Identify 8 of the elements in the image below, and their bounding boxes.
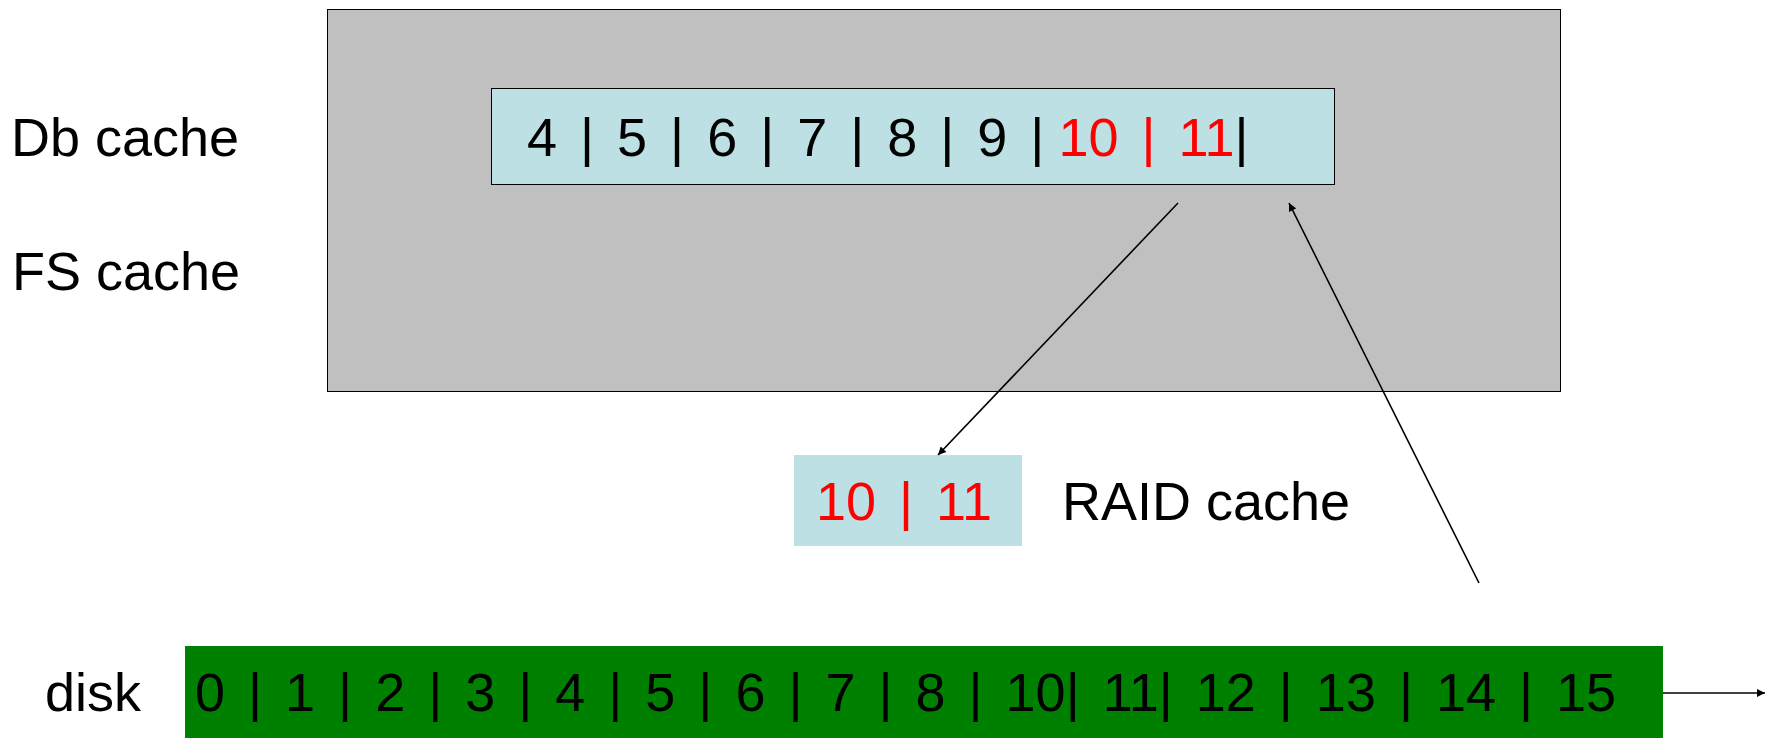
cache-label: FS cache <box>12 244 241 298</box>
disk-label: disk <box>45 665 142 719</box>
arrow <box>1662 689 1766 697</box>
cache-label: Db cache <box>11 110 240 164</box>
arrow <box>937 202 1179 456</box>
arrow <box>1288 202 1480 584</box>
cache-row <box>491 88 1335 185</box>
cache-label: RAID cache <box>1062 473 1351 528</box>
